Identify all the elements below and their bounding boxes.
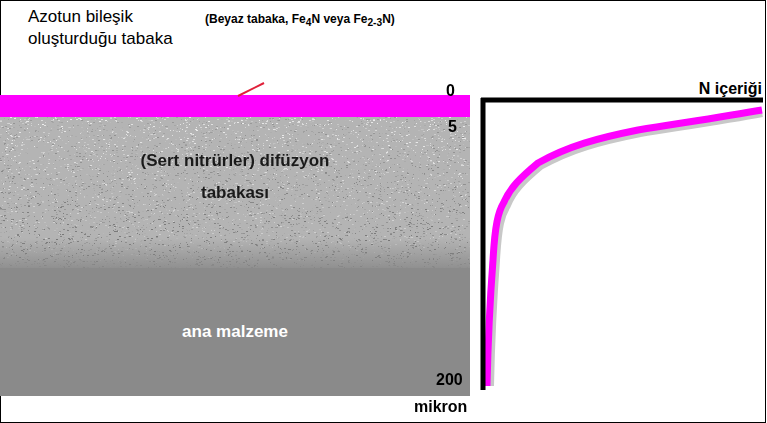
layer-label: ana malzeme xyxy=(85,316,385,348)
base-material: ana malzeme xyxy=(0,268,470,396)
leader-line xyxy=(238,83,264,96)
tick-label: 0 xyxy=(446,82,455,100)
diffusion-layer: (Sert nitrürler) difüzyon tabakası xyxy=(0,117,470,268)
layer-note: (Beyaz tabaka, Fe4N veya Fe2-3N) xyxy=(205,12,395,28)
compound-layer xyxy=(0,95,470,117)
tick-label: 5 xyxy=(448,118,457,136)
tick-label: 200 xyxy=(436,371,463,389)
axis-title: mikron xyxy=(414,398,467,416)
axis-title: N içeriği xyxy=(699,80,762,98)
nitrogen-profile xyxy=(487,110,762,386)
layer-label: (Sert nitrürler) difüzyon tabakası xyxy=(140,145,330,210)
depth-axis xyxy=(481,98,486,390)
profile-shadow xyxy=(489,112,762,386)
layer-callout: Azotun bileşik oluşturduğu tabaka xyxy=(28,6,200,50)
nitrogen-axis xyxy=(481,98,763,103)
